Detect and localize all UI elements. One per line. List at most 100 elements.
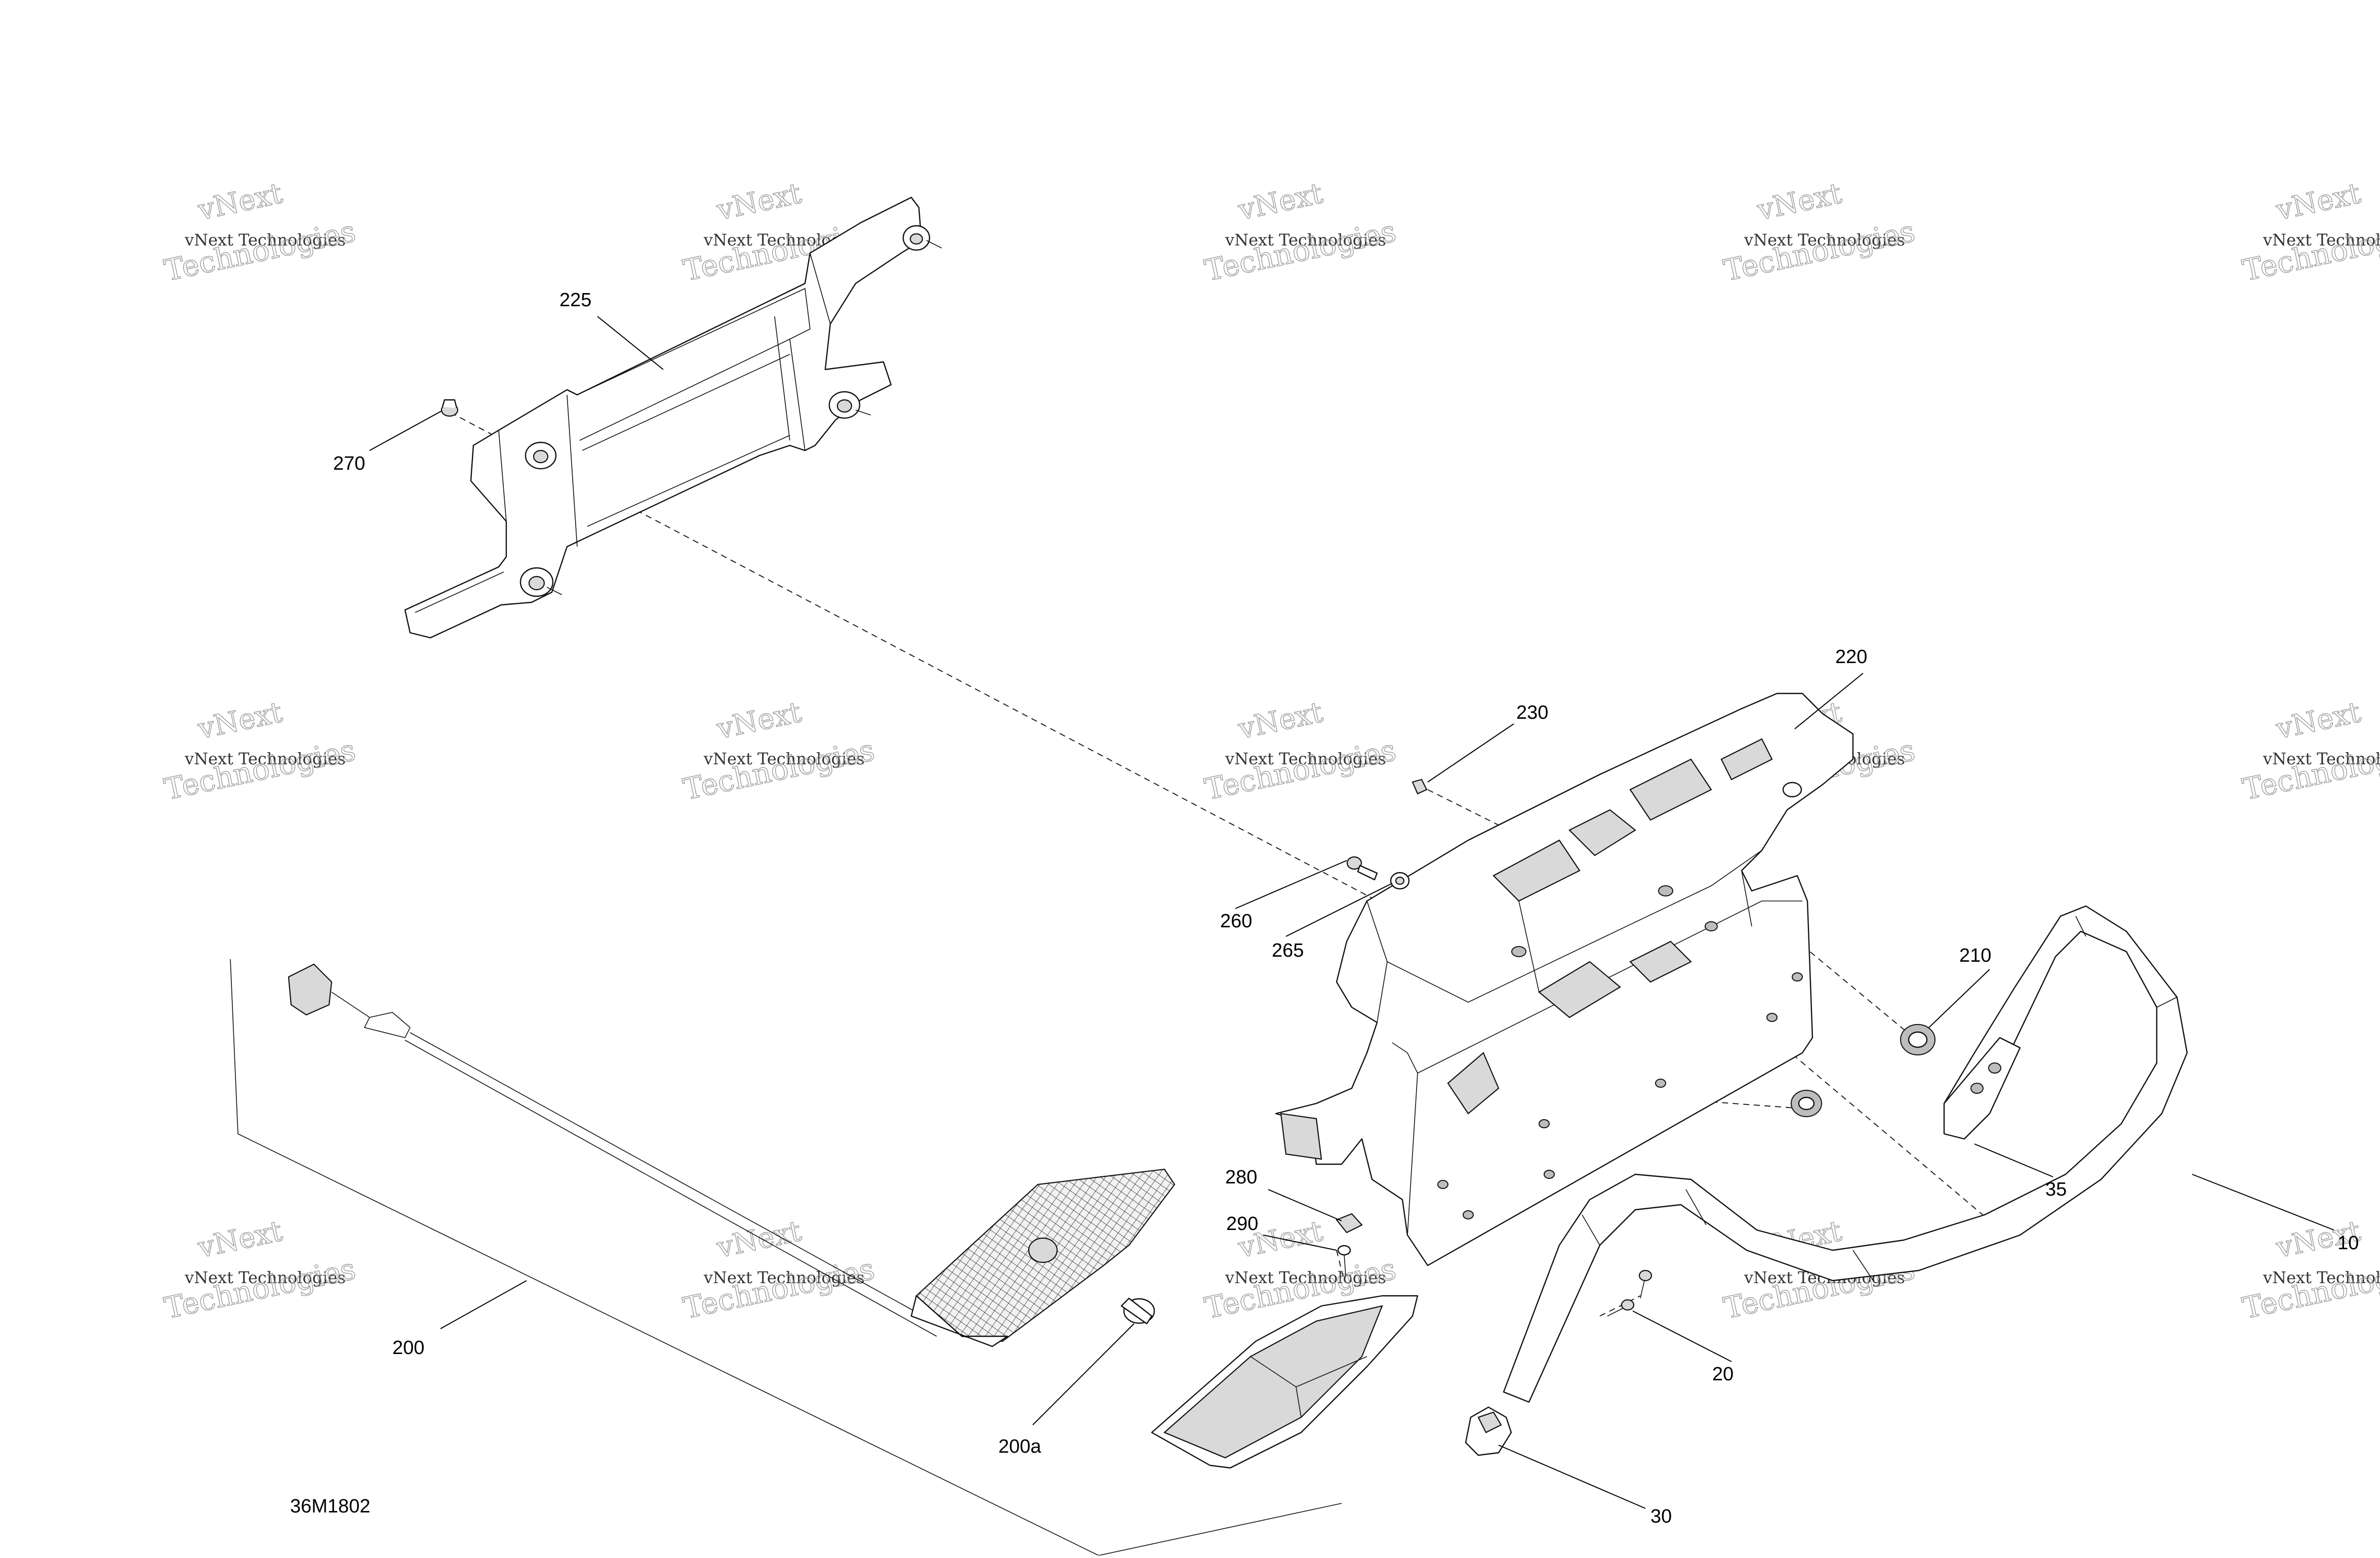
part-265-washer bbox=[1390, 872, 1410, 890]
watermark-line2: vNext Technologies bbox=[1744, 230, 1905, 250]
watermark-line2: vNext Technologies bbox=[2263, 230, 2380, 250]
part-20-screws bbox=[1607, 1269, 1652, 1317]
part-230-nut bbox=[1411, 778, 1428, 795]
leader-260 bbox=[1235, 860, 1347, 909]
assembly-line-10 bbox=[1670, 951, 1995, 1225]
callout-260: 260 bbox=[1220, 911, 1252, 932]
watermark-line1: vNext bbox=[714, 696, 804, 746]
part-210-grommet bbox=[1791, 1024, 1935, 1117]
leader-220 bbox=[1794, 673, 1864, 729]
watermark-line2: vNext Technologies bbox=[184, 1268, 346, 1287]
part-290-screw bbox=[1337, 1245, 1351, 1276]
watermark-line3: Technologies bbox=[2240, 732, 2380, 806]
watermark-line1: vNext bbox=[195, 177, 286, 227]
leader-210 bbox=[1928, 969, 1990, 1028]
watermark-line3: Technologies bbox=[162, 732, 359, 806]
watermark-line1: vNext bbox=[2273, 696, 2364, 746]
callout-200a: 200a bbox=[998, 1436, 1041, 1457]
watermark-line1: vNext bbox=[195, 696, 286, 746]
callout-220: 220 bbox=[1835, 646, 1867, 668]
callout-labels: 225 270 220 230 260 265 210 35 10 280 29… bbox=[290, 290, 2359, 1527]
callout-270: 270 bbox=[333, 453, 365, 474]
part-225-bracket bbox=[404, 196, 942, 639]
callout-290: 290 bbox=[1226, 1213, 1258, 1235]
assembly-line-290 bbox=[1336, 1250, 1345, 1281]
leader-200a bbox=[1032, 1323, 1135, 1425]
watermark-line1: vNext bbox=[1754, 177, 1845, 227]
watermark-line2: vNext Technologies bbox=[2263, 1268, 2380, 1287]
leader-265 bbox=[1285, 883, 1393, 937]
assembly-lines bbox=[450, 412, 1995, 1317]
callout-200: 200 bbox=[392, 1337, 424, 1359]
watermark-line1: vNext bbox=[1235, 696, 1326, 746]
callout-280: 280 bbox=[1225, 1167, 1257, 1188]
assembly-line-20 bbox=[1599, 1295, 1641, 1317]
watermark-line3: Technologies bbox=[680, 1251, 878, 1325]
watermark-line1: vNext bbox=[714, 1215, 804, 1265]
leader-20 bbox=[1632, 1310, 1732, 1362]
part-260-bolt bbox=[1346, 856, 1378, 881]
part-270-clip bbox=[440, 399, 459, 417]
watermark-line2: vNext Technologies bbox=[1225, 749, 1386, 768]
watermark-line3: Technologies bbox=[1202, 214, 1399, 288]
watermark-line1: vNext bbox=[714, 177, 804, 227]
watermark-line3: Technologies bbox=[2240, 1251, 2380, 1325]
watermark-line1: vNext bbox=[1235, 177, 1326, 227]
watermark-line3: Technologies bbox=[680, 732, 878, 806]
watermark-line2: vNext Technologies bbox=[703, 1268, 865, 1287]
callout-230: 230 bbox=[1516, 702, 1548, 723]
leader-290 bbox=[1263, 1235, 1337, 1251]
leader-230 bbox=[1427, 723, 1514, 783]
part-220-housing bbox=[1275, 692, 1854, 1266]
leader-30 bbox=[1498, 1445, 1646, 1509]
part-280-clip bbox=[1336, 1213, 1363, 1234]
leader-lines bbox=[369, 316, 2334, 1509]
assembly-line-bracket bbox=[551, 465, 1388, 907]
watermark-line2: vNext Technologies bbox=[184, 749, 346, 768]
callout-35: 35 bbox=[2045, 1179, 2067, 1200]
leader-270 bbox=[369, 411, 442, 451]
watermark-line2: vNext Technologies bbox=[703, 749, 865, 768]
callout-265: 265 bbox=[1272, 940, 1304, 961]
part-30-end-cap bbox=[1465, 1406, 1512, 1456]
watermark-line3: Technologies bbox=[162, 1251, 359, 1325]
leader-280 bbox=[1268, 1189, 1342, 1221]
callout-225: 225 bbox=[559, 290, 591, 311]
callout-20: 20 bbox=[1712, 1364, 1733, 1385]
callout-10: 10 bbox=[2337, 1233, 2359, 1254]
leader-10 bbox=[2192, 1174, 2334, 1231]
watermark-line1: vNext bbox=[2273, 177, 2364, 227]
assembly-line-210 bbox=[1736, 890, 1914, 1038]
part-200-harness bbox=[230, 959, 1342, 1556]
part-lens bbox=[1151, 1295, 1419, 1469]
drawing-number: 36M1802 bbox=[290, 1496, 370, 1517]
callout-30: 30 bbox=[1650, 1506, 1672, 1527]
watermark-line2: vNext Technologies bbox=[2263, 749, 2380, 768]
watermark-line3: Technologies bbox=[1721, 214, 1918, 288]
watermark-line2: vNext Technologies bbox=[184, 230, 346, 250]
leader-200 bbox=[440, 1280, 527, 1329]
watermark-line3: Technologies bbox=[162, 214, 359, 288]
leader-35 bbox=[1974, 1143, 2053, 1177]
watermark-line2: vNext Technologies bbox=[1225, 230, 1386, 250]
watermark-line3: Technologies bbox=[1202, 732, 1399, 806]
watermark-line1: vNext bbox=[195, 1215, 286, 1265]
callout-210: 210 bbox=[1959, 945, 1991, 966]
part-10-grab-bar bbox=[1503, 905, 2188, 1403]
watermark-line3: Technologies bbox=[2240, 214, 2380, 288]
watermark-line2: vNext Technologies bbox=[1225, 1268, 1386, 1287]
